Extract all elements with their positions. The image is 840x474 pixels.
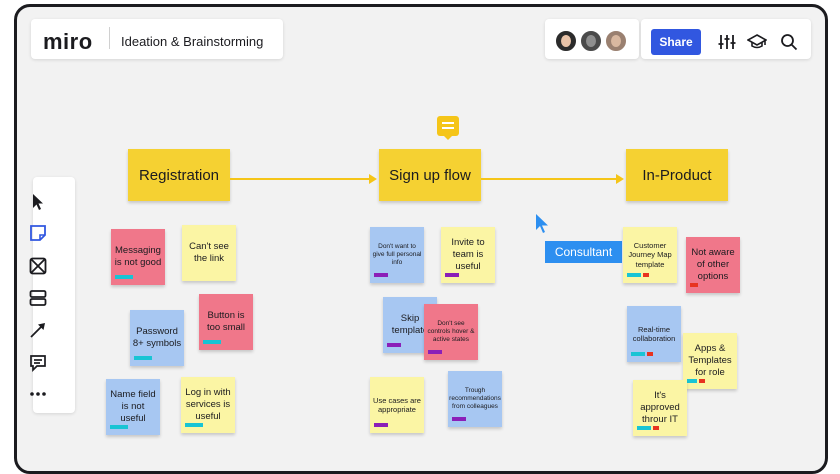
sticky-note-text: Log in with services is useful — [185, 387, 231, 422]
tag-marker — [110, 425, 128, 429]
sticky-note-text: Apps & Templates for role — [688, 343, 732, 378]
sticky-note[interactable]: Don't want to give full personal info — [370, 227, 424, 283]
sticky-note-text: Password 8+ symbols — [132, 326, 182, 349]
frame-registration[interactable]: Registration — [128, 149, 230, 201]
avatar[interactable] — [579, 29, 603, 53]
tag-marker — [631, 352, 645, 356]
tag-marker — [653, 426, 659, 430]
sticky-note-text: Can't see the link — [189, 241, 229, 264]
tag-marker — [699, 379, 705, 383]
sticky-note-text: Skip template — [391, 313, 429, 336]
tag-marker — [387, 343, 401, 347]
board-title[interactable]: Ideation & Brainstorming — [121, 34, 264, 49]
avatar-face — [586, 35, 596, 47]
avatar[interactable] — [554, 29, 578, 53]
sticky-note[interactable]: Password 8+ symbols — [130, 310, 184, 366]
settings-sliders-icon[interactable] — [717, 32, 737, 52]
sticky-note-text: Not aware of other options — [691, 247, 735, 282]
connector-arrow-icon[interactable] — [28, 320, 48, 340]
tag-marker — [374, 423, 388, 427]
sticky-note[interactable]: Apps & Templates for role — [683, 333, 737, 389]
avatar-face — [561, 35, 571, 47]
share-button[interactable]: Share — [651, 29, 701, 55]
search-icon[interactable] — [779, 32, 799, 52]
sticky-note-text: Don't see controls hover & active states — [427, 320, 475, 343]
tag-marker — [115, 275, 133, 279]
connector-line[interactable] — [230, 178, 370, 180]
sticky-note-text: Invite to team is useful — [451, 237, 485, 272]
connector-line[interactable] — [481, 178, 617, 180]
comment-line — [442, 127, 454, 129]
sticky-note[interactable]: Messaging is not good — [111, 229, 165, 285]
connector-arrowhead — [616, 174, 624, 184]
sticky-note[interactable]: Log in with services is useful — [181, 377, 235, 433]
sticky-note[interactable]: Don't see controls hover & active states — [424, 304, 478, 360]
tag-marker — [452, 417, 466, 421]
sticky-note-text: Trough recommendations from colleagues — [449, 387, 501, 410]
templates-icon[interactable] — [28, 288, 48, 308]
sticky-note-icon[interactable] — [28, 223, 48, 243]
sticky-note[interactable]: Button is too small — [199, 294, 253, 350]
more-tools-icon[interactable] — [28, 384, 48, 404]
comment-marker-icon[interactable] — [437, 116, 459, 140]
sticky-note[interactable]: Can't see the link — [182, 225, 236, 281]
tag-marker — [687, 379, 697, 383]
tag-marker — [203, 340, 221, 344]
frame-in-product[interactable]: In-Product — [626, 149, 728, 201]
sticky-note-text: Name field is not useful — [110, 389, 156, 424]
comment-line — [442, 122, 454, 124]
avatar[interactable] — [604, 29, 628, 53]
sticky-note[interactable]: Customer Journey Map template — [623, 227, 677, 283]
tag-marker — [185, 423, 203, 427]
sticky-note[interactable]: Not aware of other options — [686, 237, 740, 293]
sticky-note-text: Don't want to give full personal info — [372, 243, 422, 266]
sticky-note[interactable]: Use cases are appropriate — [370, 377, 424, 433]
sticky-note-text: Use cases are appropriate — [373, 396, 421, 414]
sticky-note[interactable]: Trough recommendations from colleagues — [448, 371, 502, 427]
comment-tail — [443, 135, 453, 140]
frame-box-icon[interactable] — [28, 256, 48, 276]
sticky-note-text: It's approved throur IT — [640, 390, 680, 425]
tag-marker — [690, 283, 698, 287]
collaborator-cursor-icon — [536, 214, 548, 233]
sticky-note-text: Messaging is not good — [114, 245, 162, 268]
tools-sidebar — [33, 177, 75, 413]
tag-marker — [643, 273, 649, 277]
miro-logo[interactable]: miro — [43, 29, 93, 54]
sticky-note-text: Real-time collaboration — [632, 324, 676, 344]
tag-marker — [647, 352, 653, 356]
tag-marker — [445, 273, 459, 277]
comment-icon[interactable] — [28, 353, 48, 373]
connector-arrowhead — [369, 174, 377, 184]
tag-marker — [428, 350, 442, 354]
board-header-panel — [31, 19, 283, 59]
tag-marker — [637, 426, 651, 430]
select-cursor-icon[interactable] — [28, 192, 48, 212]
tag-marker — [627, 273, 641, 277]
avatar-face — [611, 35, 621, 47]
collaborator-cursor-label: Consultant — [545, 241, 622, 263]
sticky-note-text: Button is too small — [206, 310, 245, 333]
tag-marker — [134, 356, 152, 360]
sticky-note-text: Customer Journey Map template — [628, 240, 672, 269]
sticky-note[interactable]: Real-time collaboration — [627, 306, 681, 362]
board-canvas[interactable]: miro Ideation & Brainstorming Share — [14, 4, 828, 474]
tag-marker — [374, 273, 388, 277]
learning-cap-icon[interactable] — [747, 32, 767, 52]
header-divider — [109, 27, 110, 49]
frame-sign-up-flow[interactable]: Sign up flow — [379, 149, 481, 201]
sticky-note[interactable]: Name field is not useful — [106, 379, 160, 435]
sticky-note[interactable]: Invite to team is useful — [441, 227, 495, 283]
sticky-note[interactable]: It's approved throur IT — [633, 380, 687, 436]
